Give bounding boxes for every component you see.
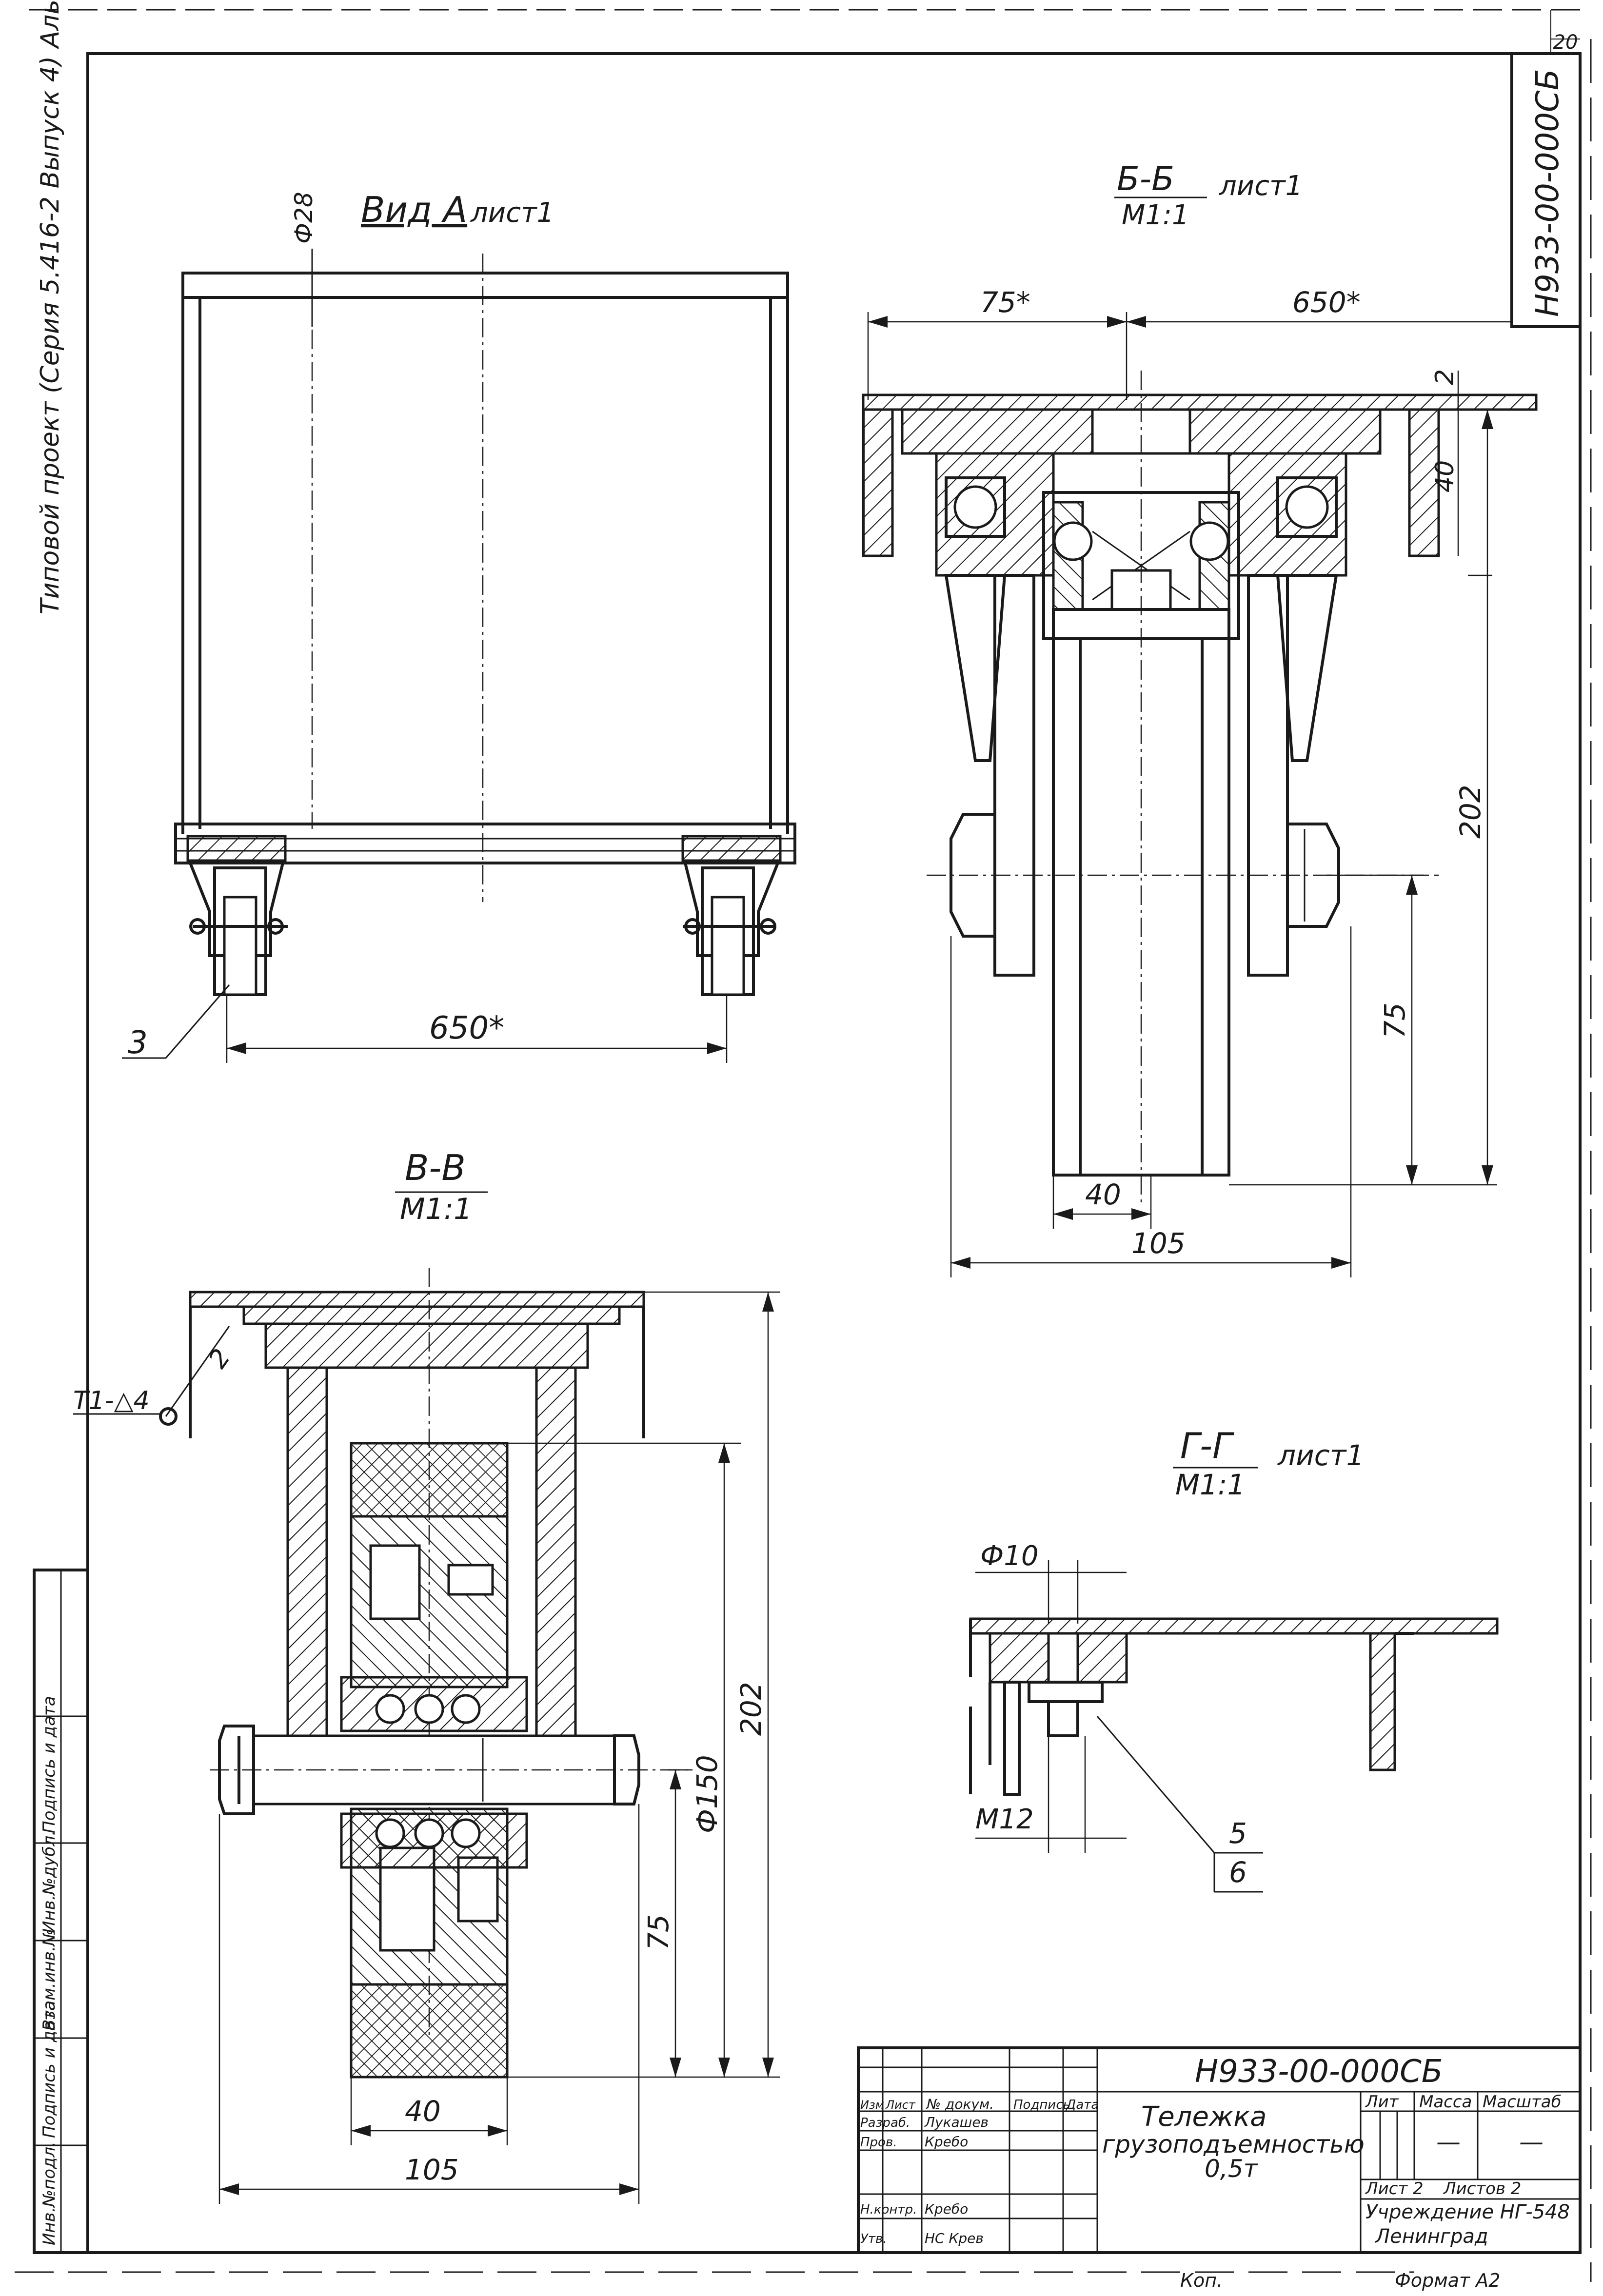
section-bb: Б-Б М1:1 лист1 75* 650* [862,160,1538,1277]
page-number: 20 [1553,31,1578,54]
title-block-org-2: Ленинград [1374,2225,1488,2248]
title-block-hdr-date: Дата [1066,2098,1099,2112]
title-block-scale-value: — [1519,2128,1544,2156]
title-block-row3-role: Н.контр. [860,2202,917,2217]
section-vv-dim-105: 105 [405,2153,459,2186]
title-block-org-1: Учреждение НГ-548 [1366,2201,1570,2223]
section-bb-dim-202: 202 [1454,785,1487,839]
title-block-row1-role: Разраб. [860,2116,910,2130]
title-block-row4-role: Утв. [860,2232,887,2246]
section-bb-scale: М1:1 [1122,199,1189,231]
section-vv-dim-40: 40 [405,2095,441,2128]
section-bb-dim-75b: 75 [1378,1002,1411,1039]
title-block-mass-value: — [1436,2128,1461,2156]
title-block-row2-role: Пров. [860,2135,897,2150]
section-bb-dim-2: 2 [1430,369,1460,385]
view-a: Вид А лист1 Ф28 6 [122,189,796,1063]
section-vv-scale: М1:1 [400,1192,472,1226]
title-block-sheets: Листов 2 [1443,2179,1521,2198]
section-vv-weld: Т1-△4 [73,1386,150,1415]
section-bb-dim-75: 75* [980,286,1030,319]
side-album-text: Типовой проект (Серия 5.416-2 Выпуск 4) … [36,0,65,614]
view-a-sheet-ref: лист1 [470,197,554,229]
section-gg-callout-5: 5 [1229,1817,1247,1850]
section-gg: Г-Г М1:1 лист1 Ф10 М12 5 6 [969,1425,1499,1893]
section-bb-sheet-ref: лист1 [1219,170,1303,202]
title-block-name-2: грузоподъемностью [1102,2130,1365,2159]
margin-cell-1: Инв.№подл. [40,2141,59,2245]
section-vv-callout: 2 [203,1344,236,1374]
section-bb-dim-105: 105 [1131,1227,1186,1260]
title-block-col-mass: Масса [1419,2092,1472,2112]
section-gg-sheet-ref: лист1 [1277,1439,1364,1472]
section-gg-diameter: Ф10 [980,1540,1038,1572]
section-bb-dim-40: 40 [1430,460,1460,492]
section-gg-scale: М1:1 [1175,1468,1245,1501]
section-gg-callout-6: 6 [1229,1856,1247,1889]
title-block-row3-name: Кребо [925,2201,968,2217]
title-block-hdr-sign: Подпись [1013,2098,1070,2112]
section-vv-title: В-В [405,1147,466,1188]
title-block-name-1: Тележка [1141,2101,1267,2133]
section-vv-dim-150: Ф150 [691,1755,724,1833]
view-a-title: Вид А [361,189,467,230]
section-vv-dim-75: 75 [642,1914,675,1950]
code-box-top: Н933-00-000СБ [1510,52,1582,328]
title-block-hdr-list: Лист [885,2098,916,2112]
section-vv-dim-202: 202 [734,1682,768,1736]
title-block-sheet: Лист 2 [1365,2179,1424,2198]
title-block-copied: Коп. [1180,2270,1223,2291]
section-bb-dim-40b: 40 [1085,1178,1121,1211]
sheet-frame [15,9,1592,2282]
view-a-diameter: Ф28 [290,192,318,244]
view-a-callout: 3 [128,1025,148,1061]
section-bb-dim-650: 650* [1292,286,1361,319]
margin-cell-5: Подпись и дата [40,1696,59,1833]
margin-cell-4: Инв.№дубл. [40,1830,59,1933]
title-block-code: Н933-00-000СБ [1195,2054,1443,2090]
title-block-row2-name: Кребо [925,2134,968,2150]
section-gg-thread: М12 [975,1804,1034,1835]
margin-cell-3: Взам.инв.№ [40,1929,59,2031]
title-block: Н933-00-000СБ Тележка грузоподъемностью … [857,2046,1582,2291]
title-block-col-scale: Масштаб [1483,2092,1562,2112]
title-block-format: Формат А2 [1395,2270,1500,2291]
margin-stamp: Инв.№подл. Подпись и дата Взам.инв.№ Инв… [33,1569,89,2254]
title-block-hdr-doc: № докум. [926,2096,994,2112]
title-block-row4-name: НС Крев [925,2230,984,2246]
section-vv: В-В М1:1 Т1-△4 2 [73,1147,780,2204]
title-block-hdr-izm: Изм [860,2098,884,2112]
code-top-text: Н933-00-000СБ [1530,69,1566,317]
margin-cell-2: Подпись и дата [40,2001,59,2138]
title-block-row1-name: Лукашев [924,2114,989,2130]
section-gg-title: Г-Г [1180,1425,1234,1466]
title-block-name-3: 0,5т [1205,2155,1259,2183]
title-block-col-lit: Лит [1365,2092,1399,2112]
view-a-width-dim: 650* [429,1010,504,1046]
section-bb-title: Б-Б [1117,160,1174,198]
